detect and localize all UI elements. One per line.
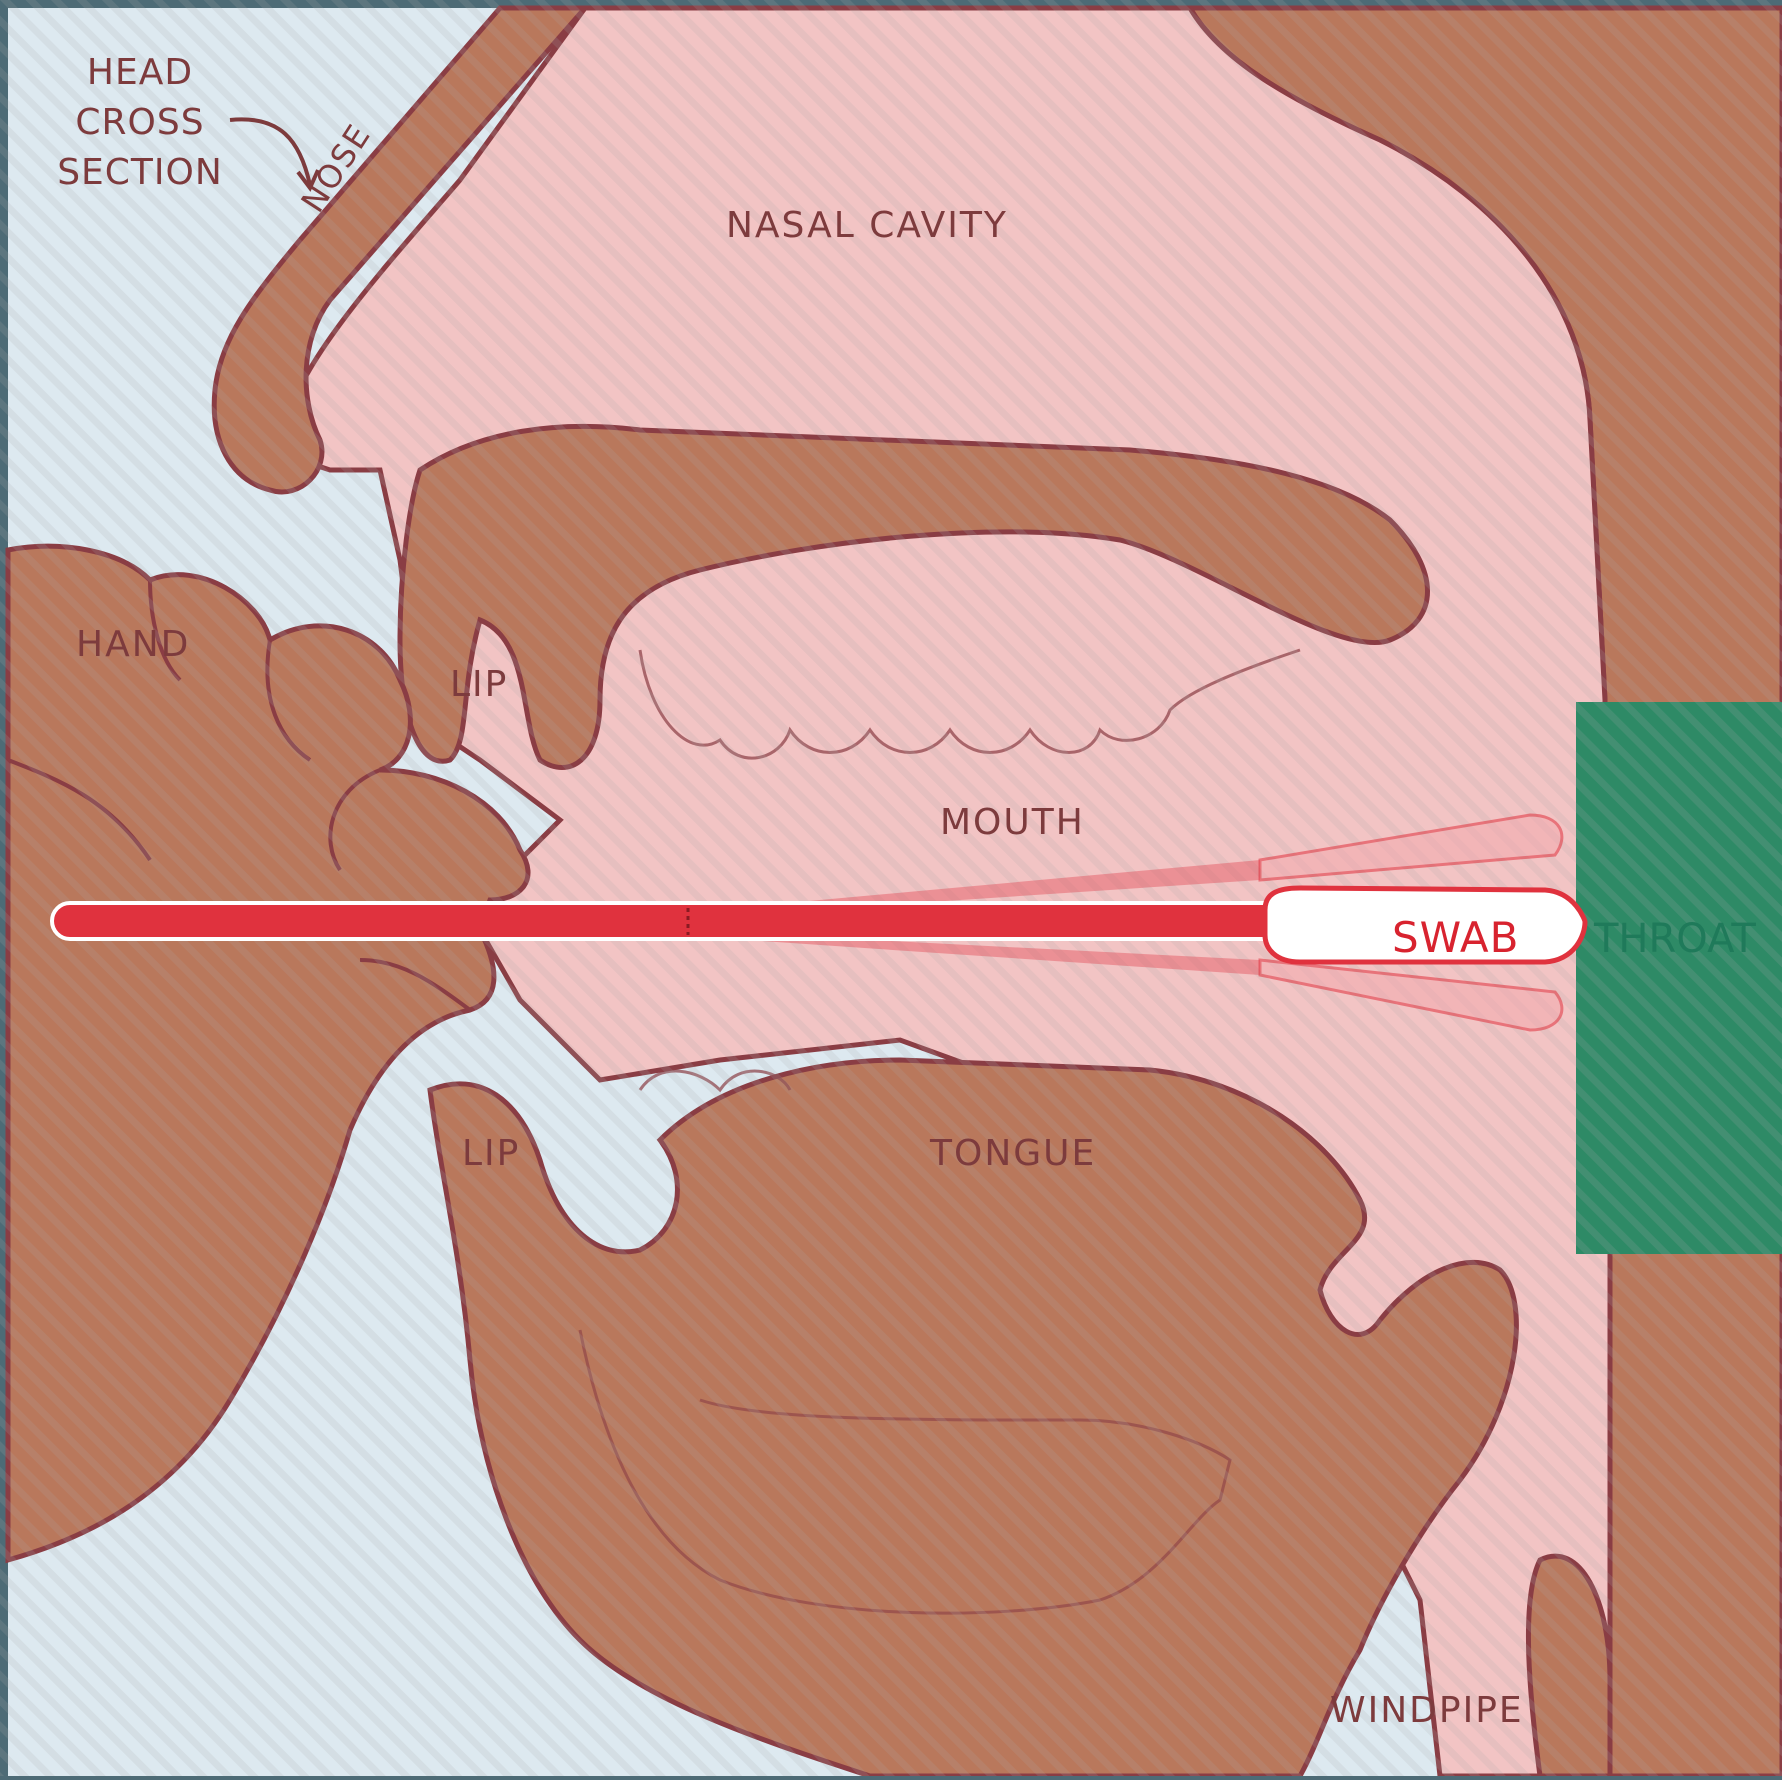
diagram-title: HEAD CROSS SECTION (40, 48, 240, 198)
label-nasal-cavity: NASAL CAVITY (726, 208, 1008, 244)
label-lower-lip: LIP (462, 1136, 520, 1172)
throat-region (1577, 703, 1782, 1253)
label-swab: SWAB (1392, 917, 1519, 959)
swab-stick (52, 903, 1282, 939)
title-line-2: CROSS (40, 98, 240, 148)
title-line-3: SECTION (40, 148, 240, 198)
label-hand: HAND (76, 627, 190, 663)
label-mouth: MOUTH (940, 805, 1085, 841)
label-throat: THROAT (1594, 919, 1756, 959)
title-line-1: HEAD (40, 48, 240, 98)
label-windpipe: WINDPIPE (1330, 1693, 1524, 1729)
label-tongue: TONGUE (930, 1136, 1096, 1172)
label-upper-lip: LIP (450, 667, 508, 703)
